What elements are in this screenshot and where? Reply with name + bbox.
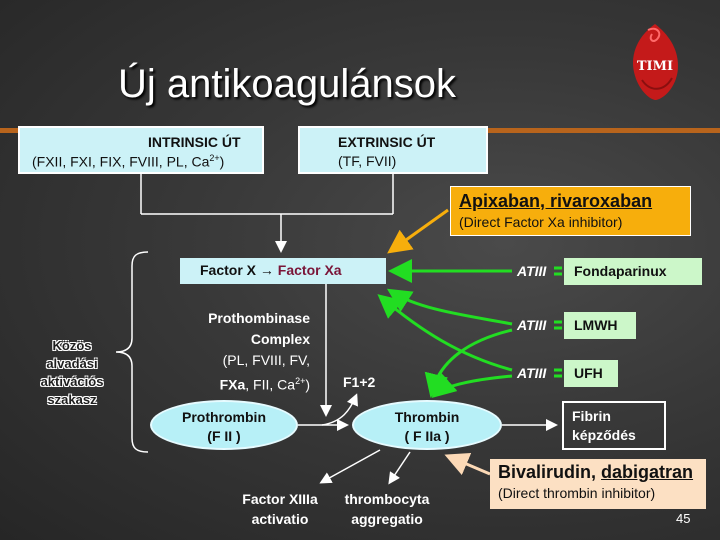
- intrinsic-title: INTRINSIC ÚT: [148, 134, 241, 150]
- bivalirudin-arrow: [444, 452, 491, 476]
- lmwh-box: LMWH: [564, 312, 636, 339]
- logo-text: TIMI: [637, 59, 673, 74]
- atiii-label-fondaparinux: ATIII: [517, 263, 547, 279]
- timi-logo: TIMI: [626, 20, 684, 104]
- apixaban-subtitle: (Direct Factor Xa inhibitor): [459, 214, 623, 230]
- intrinsic-pathway-box: INTRINSIC ÚT (FXII, FXI, FIX, FVIII, PL,…: [18, 126, 264, 174]
- title-rule-left: [0, 128, 22, 133]
- merge-lines: [140, 174, 394, 253]
- prothrombinase-complex-label: Prothombinase Complex (PL, FVIII, FV, FX…: [208, 310, 310, 393]
- f12-label: F1+2: [343, 374, 376, 390]
- thrombin-factor13-arrow: [319, 449, 381, 484]
- atiii-label-lmwh: ATIII: [517, 317, 547, 333]
- f12-arrow: [321, 393, 358, 426]
- apixaban-title: Apixaban, rivaroxaban: [459, 191, 653, 211]
- factor-x-arrow: →: [259, 262, 274, 278]
- fondaparinux-box: Fondaparinux: [564, 258, 702, 285]
- brace: [115, 251, 149, 453]
- bivalirudin-box: Bivalirudin, dabigatran (Direct thrombin…: [490, 459, 706, 509]
- prothrombin-node: Prothrombin (F II ): [150, 400, 298, 450]
- factor-xa-label: Factor Xa: [277, 262, 342, 278]
- thrombocyta-aggregatio-label: thrombocyta aggregatio: [344, 491, 430, 527]
- factor-x-label: Factor X: [200, 262, 257, 278]
- title-rule-right: [485, 128, 720, 133]
- extrinsic-title: EXTRINSIC ÚT: [338, 134, 436, 150]
- factor13-activatio-label: Factor XIIIa activatio: [242, 491, 318, 527]
- ufh-box: UFH: [564, 360, 618, 387]
- extrinsic-factors: (TF, FVII): [338, 153, 397, 169]
- extrinsic-pathway-box: EXTRINSIC ÚT (TF, FVII): [298, 126, 488, 174]
- apixaban-box: Apixaban, rivaroxaban (Direct Factor Xa …: [450, 186, 691, 236]
- intrinsic-factors: (FXII, FXI, FIX, FVIII, PL, Ca2+): [32, 153, 225, 170]
- page-title: Új antikoagulánsok: [118, 62, 456, 106]
- green-inhibitor-arrows: [377, 259, 562, 398]
- thrombin-thrombocyta-arrow: [388, 451, 411, 485]
- page-number: 45: [676, 511, 691, 526]
- thrombin-node: Thrombin ( F IIa ): [352, 400, 502, 450]
- apixaban-arrow: [387, 208, 449, 254]
- atiii-label-ufh: ATIII: [517, 365, 547, 381]
- fibrin-box: Fibrin képződés: [562, 401, 666, 450]
- factor-x-box: Factor X → Factor Xa: [180, 258, 386, 284]
- common-pathway-label: Közös alvadási aktivációs szakasz: [40, 338, 104, 407]
